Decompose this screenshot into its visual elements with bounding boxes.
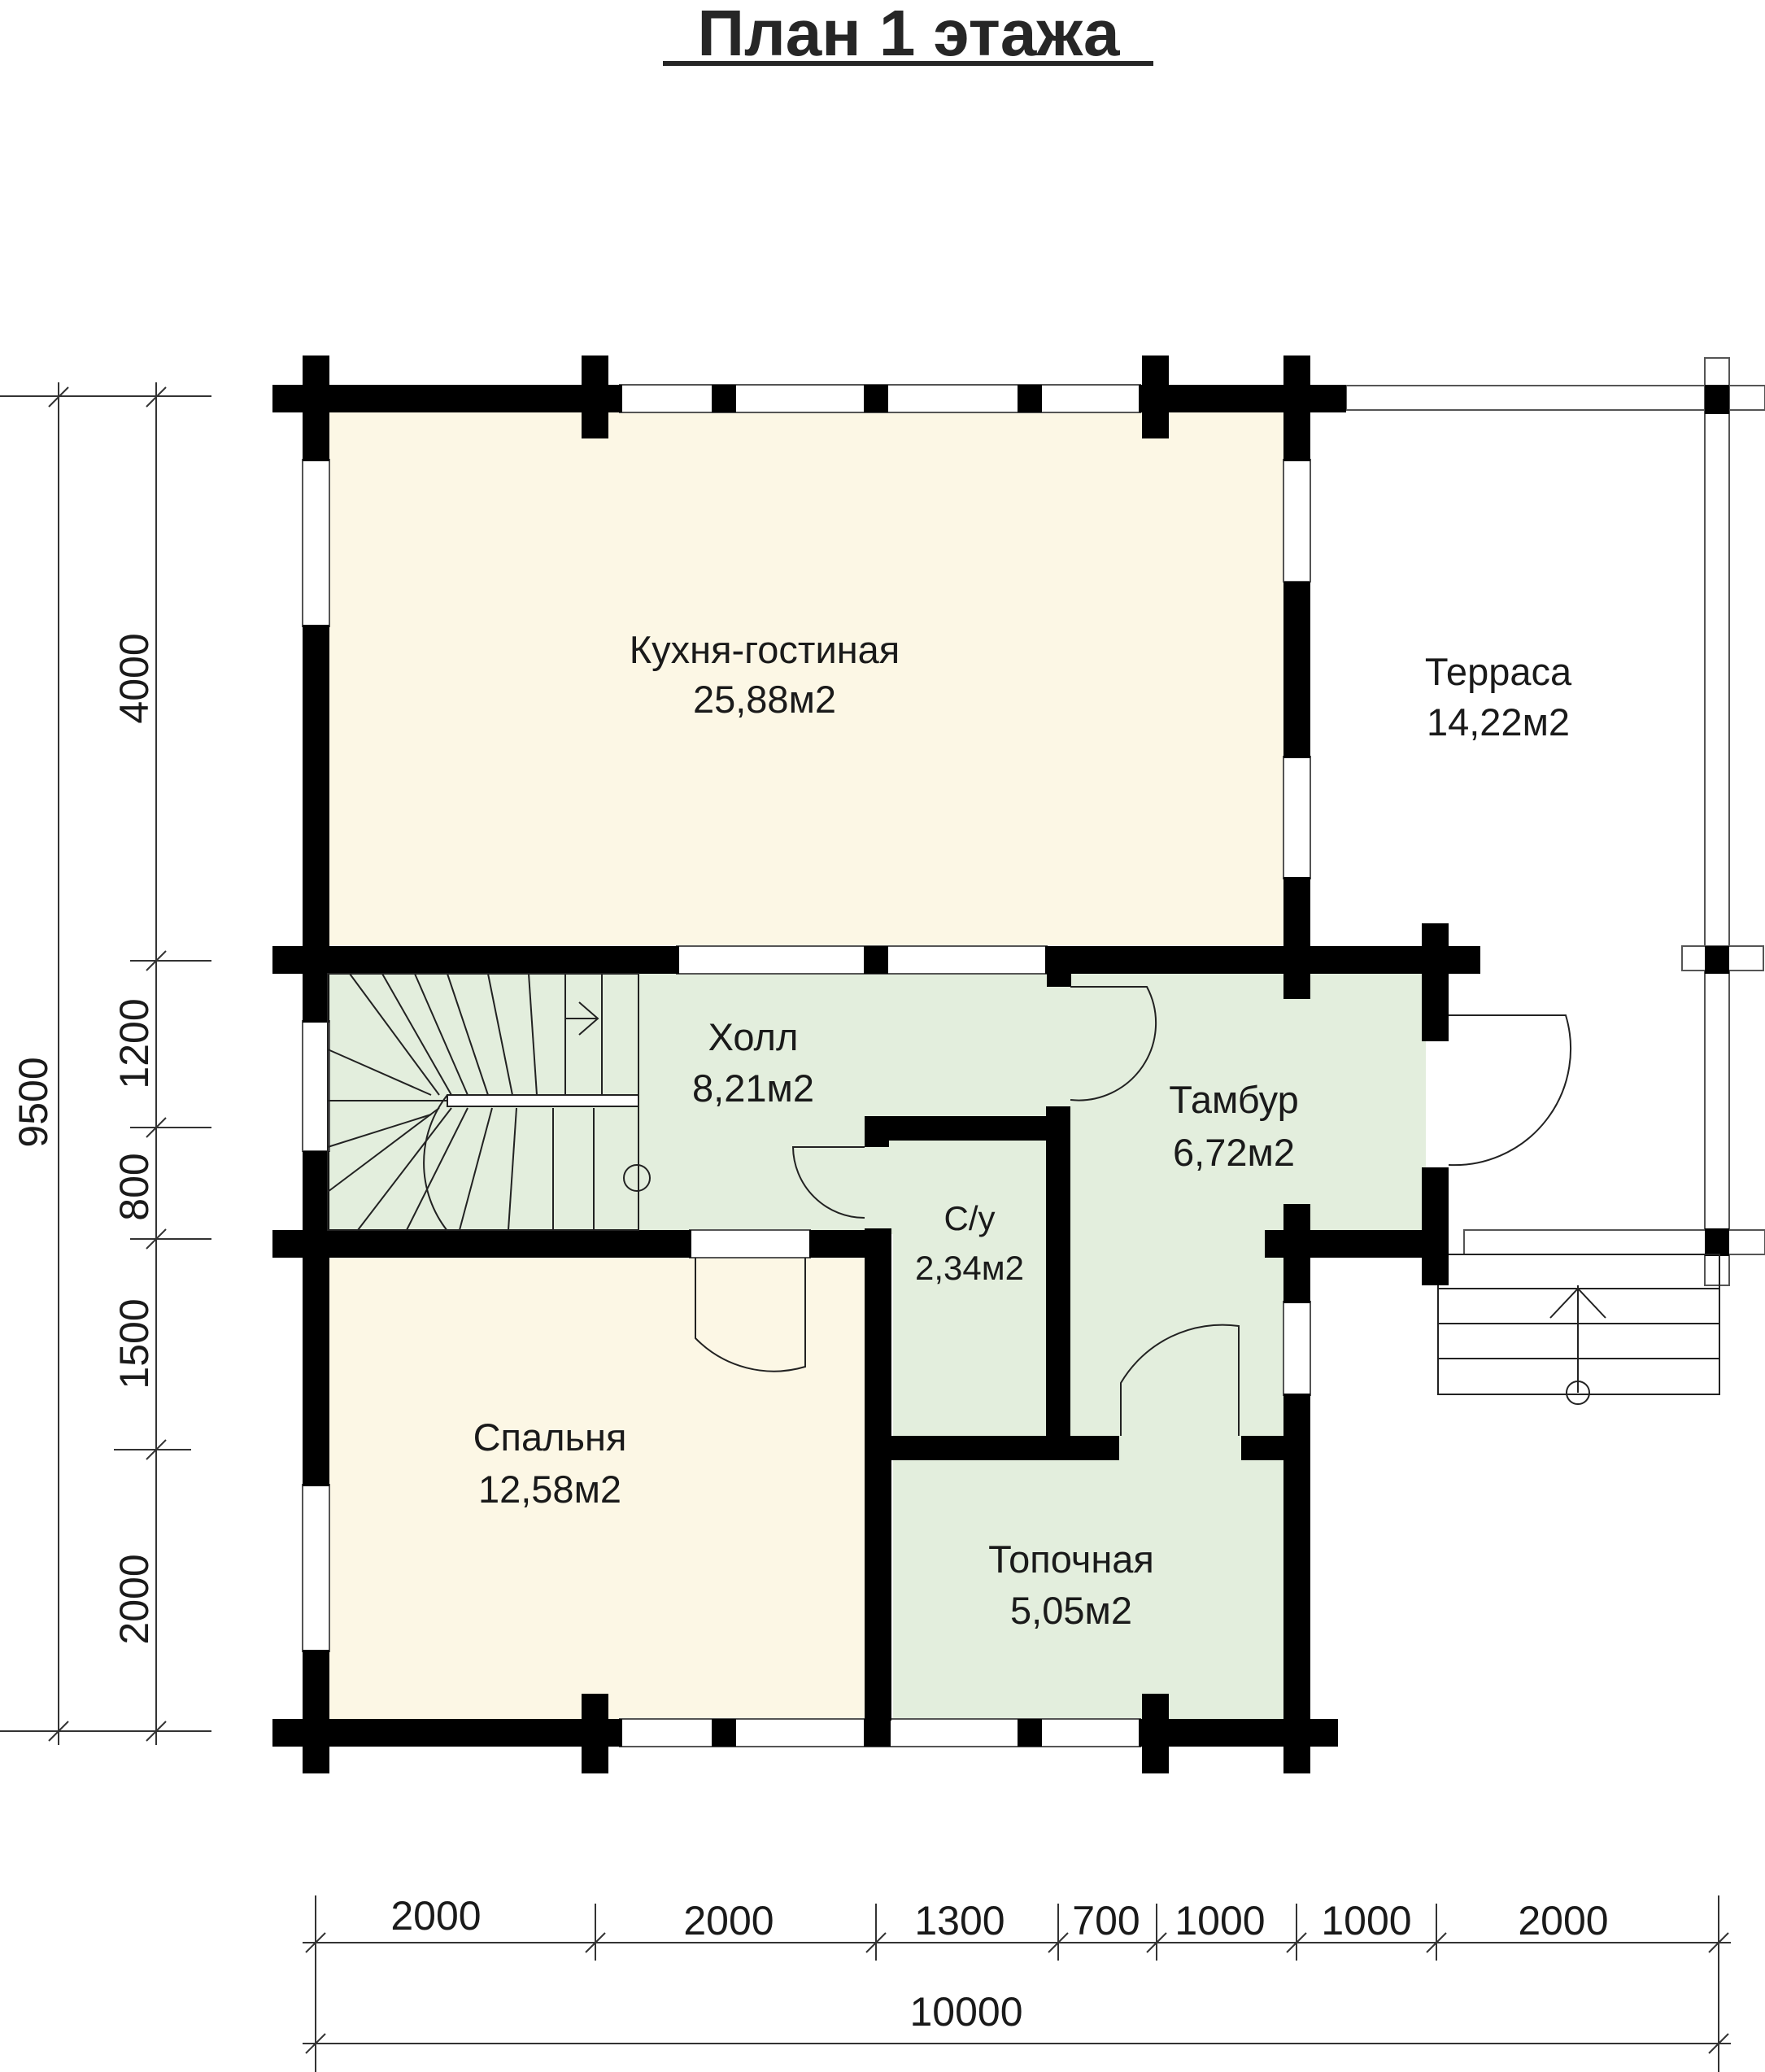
wc-area: 2,34м2 [915, 1249, 1024, 1287]
entrance-steps [1437, 1254, 1720, 1405]
door-boiler [1120, 1324, 1240, 1436]
dim-bottom-1000-a: 1000 [1174, 1898, 1265, 1943]
vestibule-name: Тамбур [1169, 1078, 1299, 1121]
terrace-name: Терраса [1425, 650, 1572, 693]
window-kitchen-east-2 [1283, 756, 1311, 879]
dim-left-4000: 4000 [111, 633, 157, 723]
door-hall-vestibule [1070, 986, 1157, 1101]
boiler-wc-fill [893, 972, 1283, 1721]
terrace-area: 14,22м2 [1427, 700, 1570, 744]
window-boiler-east [1283, 1301, 1311, 1396]
dim-left-1200: 1200 [111, 998, 157, 1088]
dim-left-total: 9500 [11, 1057, 56, 1147]
door-bedroom [695, 1258, 806, 1372]
hall-area: 8,21м2 [692, 1067, 814, 1110]
bedroom-area: 12,58м2 [478, 1468, 621, 1511]
window-kitchen-east-1 [1283, 459, 1311, 582]
door-opening-bedroom [689, 1229, 811, 1258]
wc-name: С/у [944, 1199, 996, 1237]
window-kitchen-west [302, 459, 330, 627]
window-bedroom-west [302, 1484, 330, 1652]
dimensions-left: 9500 4000 1200 800 1500 2000 [0, 382, 211, 1745]
kitchen-area: 25,88м2 [693, 678, 836, 721]
room-labels: Кухня-гостиная 25,88м2 Терраса 14,22м2 Х… [473, 628, 1572, 1632]
door-entrance [1448, 1014, 1572, 1167]
walls [272, 356, 1480, 1773]
vestibule-fill [1283, 972, 1426, 1234]
opening-kitchen-hall [676, 945, 1048, 975]
dim-bottom-2000-c: 2000 [1518, 1898, 1608, 1943]
terrace-railing [1345, 357, 1765, 1286]
door-wc [791, 1146, 865, 1219]
dim-bottom-2000-a: 2000 [390, 1893, 481, 1939]
kitchen-name: Кухня-гостиная [630, 628, 900, 671]
kitchen-living-fill [328, 411, 1285, 945]
bedroom-name: Спальня [473, 1416, 627, 1459]
hall-name: Холл [708, 1015, 799, 1058]
vestibule-area: 6,72м2 [1173, 1131, 1295, 1174]
dim-left-2000: 2000 [111, 1554, 157, 1644]
staircase [327, 973, 651, 1232]
boiler-name: Топочная [988, 1538, 1154, 1581]
dim-left-800: 800 [111, 1153, 157, 1220]
boiler-area: 5,05м2 [1010, 1589, 1132, 1632]
bedroom-fill [328, 1257, 869, 1721]
dimensions-bottom: 2000 2000 1300 700 1000 1000 2000 10000 [303, 1893, 1731, 2072]
dim-bottom-2000-b: 2000 [683, 1898, 774, 1943]
dim-bottom-total: 10000 [909, 1989, 1022, 2035]
dim-bottom-1000-b: 1000 [1321, 1898, 1411, 1943]
dim-bottom-700: 700 [1072, 1898, 1140, 1943]
doors [695, 986, 1572, 1436]
dim-bottom-1300: 1300 [914, 1898, 1005, 1943]
window-hall-west [302, 1020, 330, 1152]
plan-title: План 1 этажа [697, 0, 1120, 69]
dim-left-1500: 1500 [111, 1298, 157, 1389]
